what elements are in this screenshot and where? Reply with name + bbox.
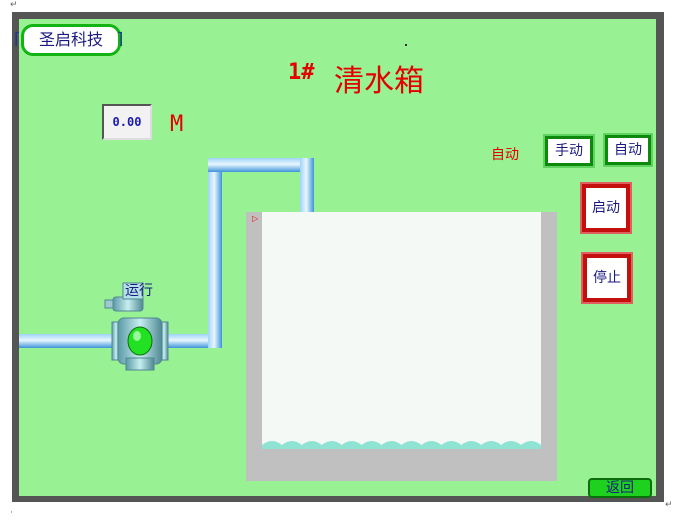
page-title: 清水箱 <box>334 64 424 99</box>
brand-button[interactable]: 圣启科技 <box>21 24 121 56</box>
brand-left-bracket-icon: ⌈ <box>14 29 21 48</box>
back-button[interactable]: 返回 <box>588 478 652 498</box>
brand-right-bracket-icon: ⌉ <box>117 29 124 48</box>
down-pipe <box>300 158 314 214</box>
decor-dot <box>405 44 407 46</box>
brand-label: 圣启科技 <box>38 30 103 49</box>
tank-number: 1# <box>288 60 315 85</box>
corner-mark-icon: ↵ <box>665 500 673 510</box>
level-unit: M <box>170 112 184 137</box>
corner-mark-icon: · <box>10 508 13 518</box>
pump-icon <box>104 282 169 371</box>
auto-button[interactable]: 自动 <box>603 133 653 167</box>
pump-status-label: 运行 <box>125 283 153 299</box>
pump-status-indicator <box>127 326 153 356</box>
mode-status-label: 自动 <box>491 147 519 163</box>
tank-marker-icon: ▷ <box>252 214 259 223</box>
manual-button[interactable]: 手动 <box>543 134 595 168</box>
inlet-pipe <box>19 334 119 348</box>
riser-pipe <box>208 158 222 348</box>
start-button[interactable]: 启动 <box>580 182 632 234</box>
stop-button[interactable]: 停止 <box>581 252 633 304</box>
water-surface <box>262 441 541 449</box>
tank-interior <box>262 212 541 449</box>
top-pipe <box>208 158 314 172</box>
corner-mark-icon: ↵ <box>10 0 18 10</box>
level-readout: 0.00 <box>102 104 152 140</box>
